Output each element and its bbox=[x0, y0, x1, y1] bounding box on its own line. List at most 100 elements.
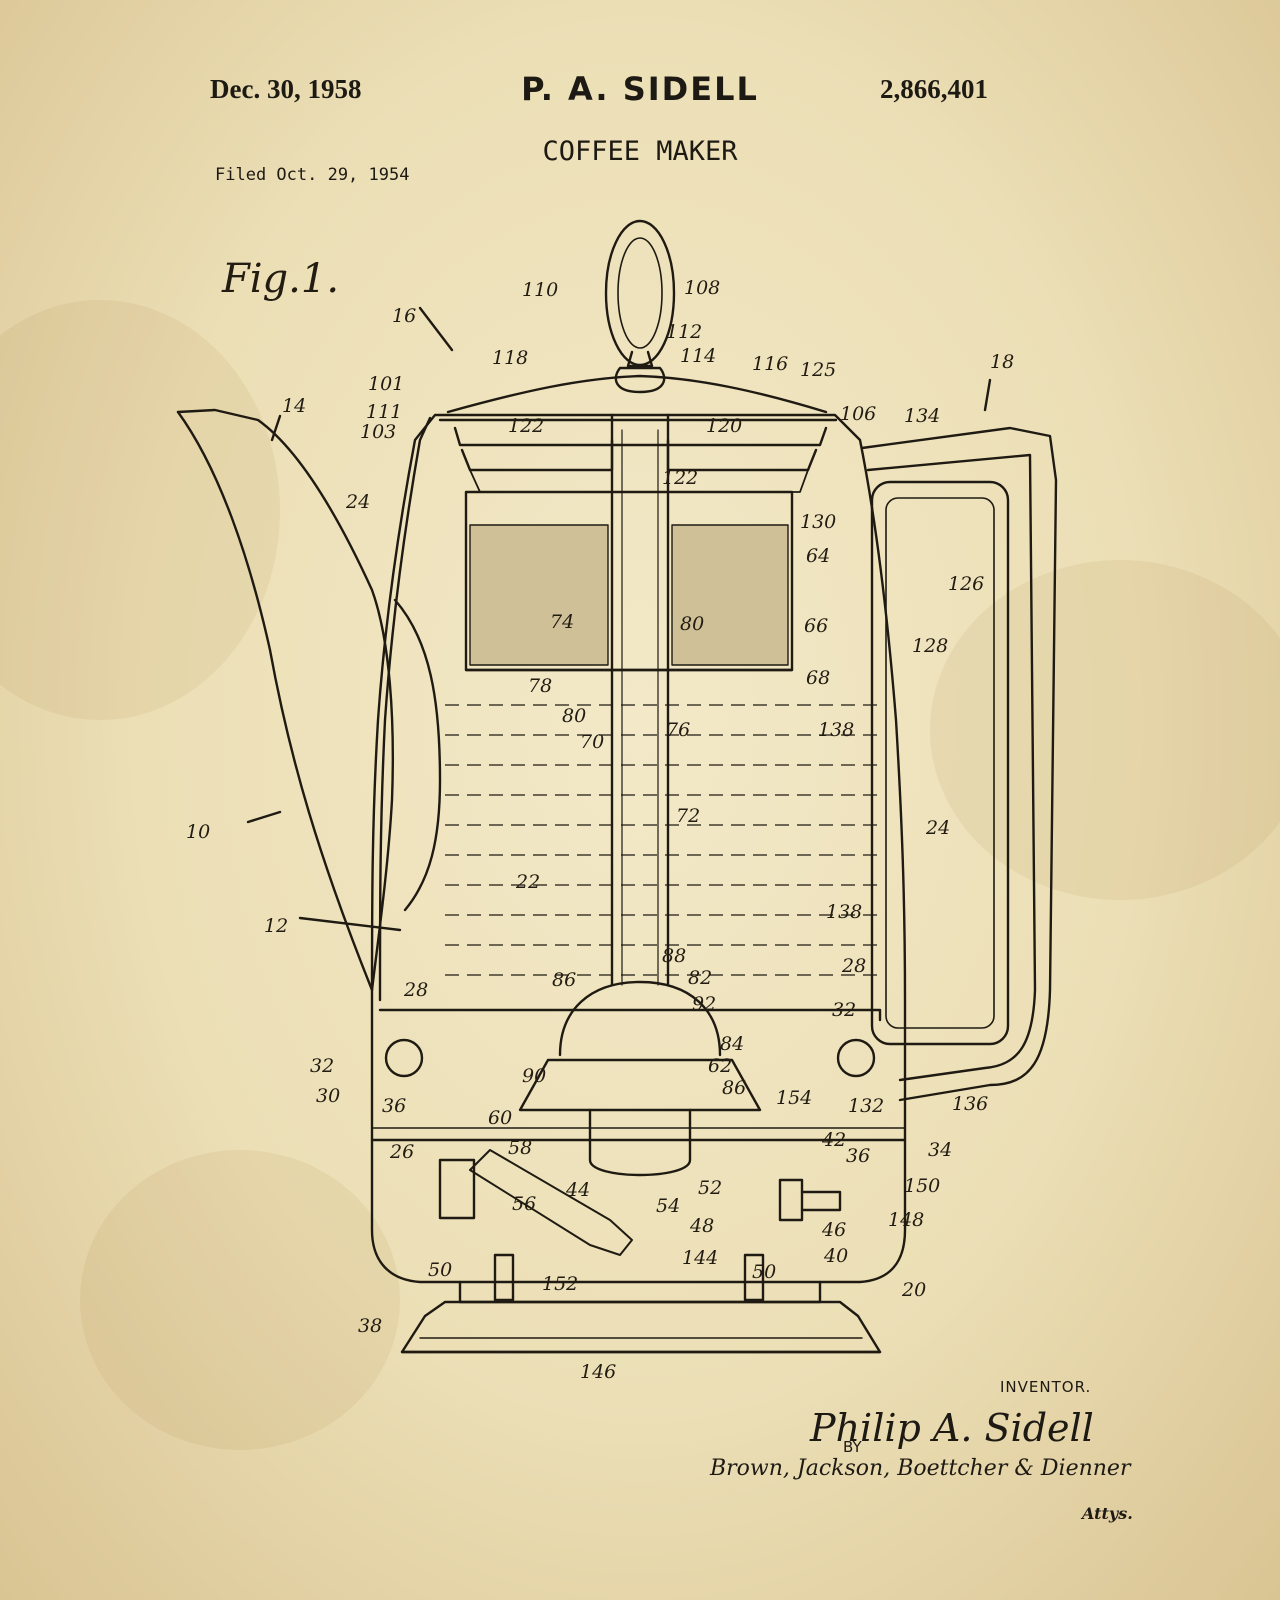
seal-ring bbox=[384, 1038, 424, 1078]
ref-numeral: 126 bbox=[948, 573, 984, 595]
ref-numeral: 150 bbox=[904, 1175, 940, 1197]
ref-numeral: 74 bbox=[550, 611, 574, 633]
ref-numeral: 132 bbox=[848, 1095, 884, 1117]
paper-stain bbox=[80, 1150, 400, 1450]
ref-numeral: 118 bbox=[492, 347, 528, 369]
ref-numeral: 68 bbox=[806, 667, 830, 689]
paper-stain bbox=[0, 300, 280, 720]
patent-date: Dec. 30, 1958 bbox=[210, 74, 362, 104]
ref-numeral: 116 bbox=[752, 353, 788, 375]
ref-numeral: 90 bbox=[522, 1065, 546, 1087]
ref-numeral: 138 bbox=[826, 901, 862, 923]
ref-numeral: 34 bbox=[928, 1139, 952, 1161]
ref-numeral: 28 bbox=[841, 955, 866, 977]
ref-numeral: 88 bbox=[662, 945, 686, 967]
ref-numeral: 122 bbox=[662, 467, 698, 489]
spout-inner bbox=[176, 410, 374, 992]
ref-numeral: 138 bbox=[818, 719, 854, 741]
liquid-lines bbox=[445, 704, 880, 976]
handle bbox=[860, 426, 1058, 1102]
ref-numeral: 80 bbox=[680, 613, 704, 635]
ref-numeral: 12 bbox=[264, 915, 288, 937]
ref-numeral: 78 bbox=[528, 675, 552, 697]
ref-numeral: 110 bbox=[522, 279, 558, 301]
ref-numeral: 108 bbox=[684, 277, 720, 299]
ref-numeral: 120 bbox=[706, 415, 742, 437]
ref-numeral: 84 bbox=[720, 1033, 744, 1055]
ref-numeral: 80 bbox=[562, 705, 586, 727]
ref-numeral: 103 bbox=[360, 421, 396, 443]
paper-stain bbox=[930, 560, 1280, 900]
reference-numerals: 110 108 112 114 16 118 116 125 18 101 11… bbox=[186, 277, 1014, 1383]
ref-numeral: 30 bbox=[316, 1085, 340, 1107]
ref-numeral: 136 bbox=[952, 1093, 988, 1115]
filed-date: Filed Oct. 29, 1954 bbox=[215, 165, 410, 185]
inventor-name: P. A. SIDELL bbox=[521, 70, 759, 108]
patent-number: 2,866,401 bbox=[880, 74, 988, 104]
ref-numeral: 152 bbox=[542, 1273, 578, 1295]
ref-numeral: 111 bbox=[366, 401, 402, 423]
ref-numeral: 114 bbox=[680, 345, 716, 367]
ref-numeral: 56 bbox=[512, 1193, 536, 1215]
ref-numeral: 28 bbox=[403, 979, 428, 1001]
ref-numeral: 82 bbox=[688, 967, 712, 989]
inventor-signature: Philip A. Sidell bbox=[810, 1406, 1094, 1450]
ref-numeral: 64 bbox=[806, 545, 830, 567]
ref-numeral: 52 bbox=[698, 1177, 722, 1199]
ref-numeral: 50 bbox=[428, 1259, 452, 1281]
ref-numeral: 32 bbox=[832, 999, 856, 1021]
lid-knob bbox=[604, 219, 676, 367]
ref-numeral: 128 bbox=[912, 635, 948, 657]
ref-numeral: 22 bbox=[515, 871, 540, 893]
ref-numeral: 106 bbox=[840, 403, 876, 425]
attys-label: Attys. bbox=[1082, 1504, 1133, 1523]
ref-numeral: 72 bbox=[676, 805, 700, 827]
ref-numeral: 20 bbox=[901, 1279, 926, 1301]
figure-label: Fig.1. bbox=[221, 256, 339, 302]
ref-numeral: 134 bbox=[904, 405, 940, 427]
ref-numeral: 32 bbox=[310, 1055, 334, 1077]
pot-body bbox=[370, 413, 907, 1284]
ref-numeral: 58 bbox=[508, 1137, 532, 1159]
ref-numeral: 112 bbox=[666, 321, 702, 343]
ref-numeral: 92 bbox=[692, 993, 716, 1015]
ref-numeral: 144 bbox=[682, 1247, 718, 1269]
ref-numeral: 70 bbox=[580, 731, 604, 753]
by-label: BY bbox=[843, 1438, 862, 1456]
ref-numeral: 36 bbox=[846, 1145, 870, 1167]
ref-numeral: 125 bbox=[800, 359, 836, 381]
pump-dome bbox=[558, 980, 722, 1057]
ref-numeral: 36 bbox=[382, 1095, 406, 1117]
ref-numeral: 42 bbox=[821, 1129, 846, 1151]
ref-numeral: 44 bbox=[565, 1179, 590, 1201]
lid bbox=[446, 374, 828, 414]
ref-numeral: 76 bbox=[666, 719, 690, 741]
patent-title: COFFEE MAKER bbox=[542, 136, 738, 167]
ref-numeral: 154 bbox=[776, 1087, 812, 1109]
ref-numeral: 146 bbox=[580, 1361, 616, 1383]
ref-numeral: 130 bbox=[800, 511, 836, 533]
ref-numeral: 148 bbox=[888, 1209, 924, 1231]
ref-numeral: 16 bbox=[392, 305, 416, 327]
ref-numeral: 60 bbox=[488, 1107, 512, 1129]
ref-numeral: 26 bbox=[389, 1141, 414, 1163]
ref-numeral: 122 bbox=[508, 415, 544, 437]
ref-numeral: 54 bbox=[656, 1195, 680, 1217]
ref-numeral: 10 bbox=[186, 821, 210, 843]
ref-numeral: 14 bbox=[282, 395, 306, 417]
ref-numeral: 18 bbox=[990, 351, 1014, 373]
ref-numeral: 24 bbox=[345, 491, 370, 513]
ref-numeral: 101 bbox=[368, 373, 404, 395]
spout bbox=[176, 408, 394, 992]
ref-numeral: 48 bbox=[689, 1215, 714, 1237]
ref-numeral: 24 bbox=[925, 817, 950, 839]
ref-numeral: 40 bbox=[823, 1245, 848, 1267]
ref-numeral: 38 bbox=[358, 1315, 382, 1337]
ref-numeral: 86 bbox=[722, 1077, 746, 1099]
ref-numeral: 46 bbox=[821, 1219, 846, 1241]
attorneys-signature: Brown, Jackson, Boettcher & Dienner bbox=[710, 1456, 1131, 1481]
ref-numeral: 62 bbox=[708, 1055, 732, 1077]
inventor-label: INVENTOR. bbox=[1000, 1378, 1092, 1396]
